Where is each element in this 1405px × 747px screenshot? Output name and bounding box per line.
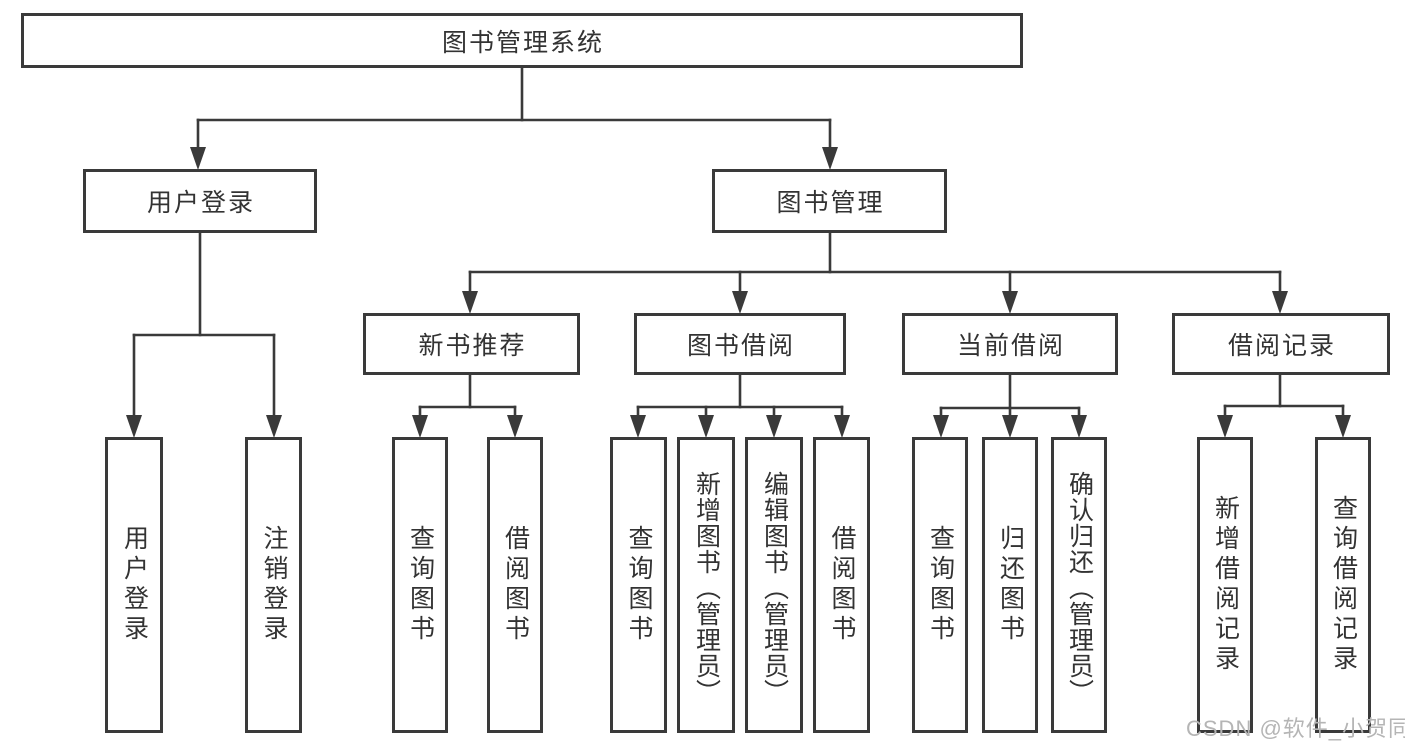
leaf-logout: 注销登录: [245, 437, 302, 733]
edge-new-book-recommend-to-leaves: [412, 372, 523, 438]
leaf-confirm-return-admin: 确认归还（管理员）: [1051, 437, 1107, 733]
node-user-login: 用户登录: [83, 169, 317, 233]
edge-borrowing-records-to-leaves: [1217, 372, 1351, 438]
leaf-user-login: 用户登录: [105, 437, 163, 733]
edge-book-management-to-level2: [462, 231, 1288, 314]
leaf-add-books-admin: 新增图书（管理员）: [677, 437, 735, 733]
node-book-borrowing: 图书借阅: [634, 313, 846, 375]
leaf-query-books-current: 查询图书: [912, 437, 968, 733]
node-borrowing-records: 借阅记录: [1172, 313, 1390, 375]
leaf-return-books: 归还图书: [982, 437, 1038, 733]
leaf-borrow-books-borrowing: 借阅图书: [813, 437, 870, 733]
node-current-borrowing: 当前借阅: [902, 313, 1118, 375]
edge-current-borrowing-to-leaves: [933, 372, 1087, 438]
leaf-edit-books-admin: 编辑图书（管理员）: [745, 437, 803, 733]
edge-user-login-to-leaves: [126, 231, 282, 438]
edge-root-to-level1: [190, 66, 838, 170]
node-new-book-recommend: 新书推荐: [363, 313, 580, 375]
leaf-query-borrow-record: 查询借阅记录: [1315, 437, 1371, 733]
node-root: 图书管理系统: [21, 13, 1023, 68]
leaf-query-books-borrowing: 查询图书: [610, 437, 667, 733]
edge-book-borrowing-to-leaves: [630, 372, 850, 438]
node-book-management: 图书管理: [712, 169, 947, 233]
leaf-borrow-books-recommend: 借阅图书: [487, 437, 543, 733]
leaf-query-books-recommend: 查询图书: [392, 437, 448, 733]
leaf-add-borrow-record: 新增借阅记录: [1197, 437, 1253, 733]
watermark-text: CSDN @软件_小贺同学: [1186, 716, 1405, 741]
